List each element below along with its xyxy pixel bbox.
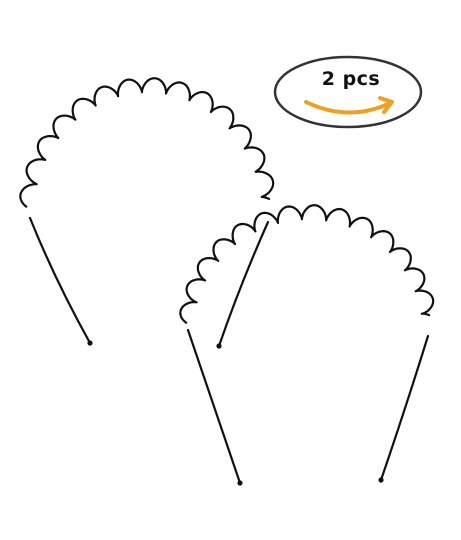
smile-arrow-icon: [304, 100, 390, 115]
smile-arrow-head-icon: [378, 96, 394, 114]
quantity-label: 2 pcs: [321, 68, 381, 90]
headband-front: [179, 204, 435, 486]
headband-back: [19, 77, 275, 349]
quantity-badge: [273, 55, 423, 129]
